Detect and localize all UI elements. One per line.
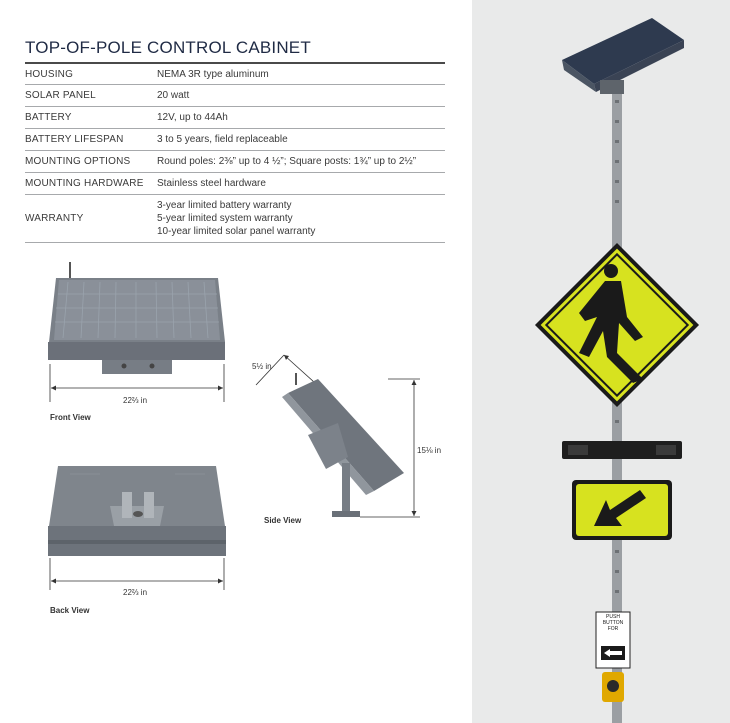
side-depth-dimension: 5½ in [252,362,272,371]
spec-label: MOUNTING HARDWARE [25,178,144,189]
spec-row-battery: BATTERY 12V, up to 44Ah [25,107,445,129]
front-width-dimension: 22⅔ in [123,396,148,405]
spec-table: HOUSING NEMA 3R type aluminum SOLAR PANE… [25,62,445,243]
spec-row-mounting-options: MOUNTING OPTIONS Round poles: 2⅜” up to … [25,151,445,173]
side-view-drawing [248,345,438,525]
page-title: TOP-OF-POLE CONTROL CABINET [25,38,311,57]
back-width-dimension: 22⅔ in [123,588,148,597]
side-height-dimension: 15⅛ in [417,446,442,455]
spec-row-solar-panel: SOLAR PANEL 20 watt [25,85,445,107]
spec-label: WARRANTY [25,213,84,224]
warranty-line: 3-year limited battery warranty [157,200,292,211]
spec-label: HOUSING [25,68,74,80]
sign-text: FOR [607,626,619,632]
product-photo: PUSH BUTTON FOR [472,0,730,723]
front-view-drawing [40,262,235,402]
spec-value: 3 to 5 years, field replaceable [157,134,288,145]
back-view-drawing [40,462,235,592]
spec-row-mounting-hardware: MOUNTING HARDWARE Stainless steel hardwa… [25,173,445,195]
side-view-label: Side View [264,516,302,525]
spec-value: Round poles: 2⅜” up to 4 ½”; Square post… [157,156,417,167]
warranty-line: 10-year limited solar panel warranty [157,226,316,237]
spec-row-housing: HOUSING NEMA 3R type aluminum [25,64,445,85]
spec-label: SOLAR PANEL [25,90,96,101]
spec-value-list: 3-year limited battery warranty 5-year l… [157,199,445,238]
spec-label: BATTERY LIFESPAN [25,134,124,145]
spec-row-warranty: WARRANTY 3-year limited battery warranty… [25,195,445,243]
sign-text: BUTTON [602,620,624,626]
back-view-label: Back View [50,606,90,615]
spec-value: 12V, up to 44Ah [157,112,228,123]
push-button-sign: PUSH BUTTON FOR [596,614,630,632]
spec-label: MOUNTING OPTIONS [25,156,131,167]
spec-row-battery-lifespan: BATTERY LIFESPAN 3 to 5 years, field rep… [25,129,445,151]
front-view-label: Front View [50,413,91,422]
sign-text: PUSH [606,614,620,620]
spec-label: BATTERY [25,112,72,123]
spec-value: NEMA 3R type aluminum [157,68,269,80]
spec-value: 20 watt [157,90,190,101]
warranty-line: 5-year limited system warranty [157,213,293,224]
spec-value: Stainless steel hardware [157,178,266,189]
